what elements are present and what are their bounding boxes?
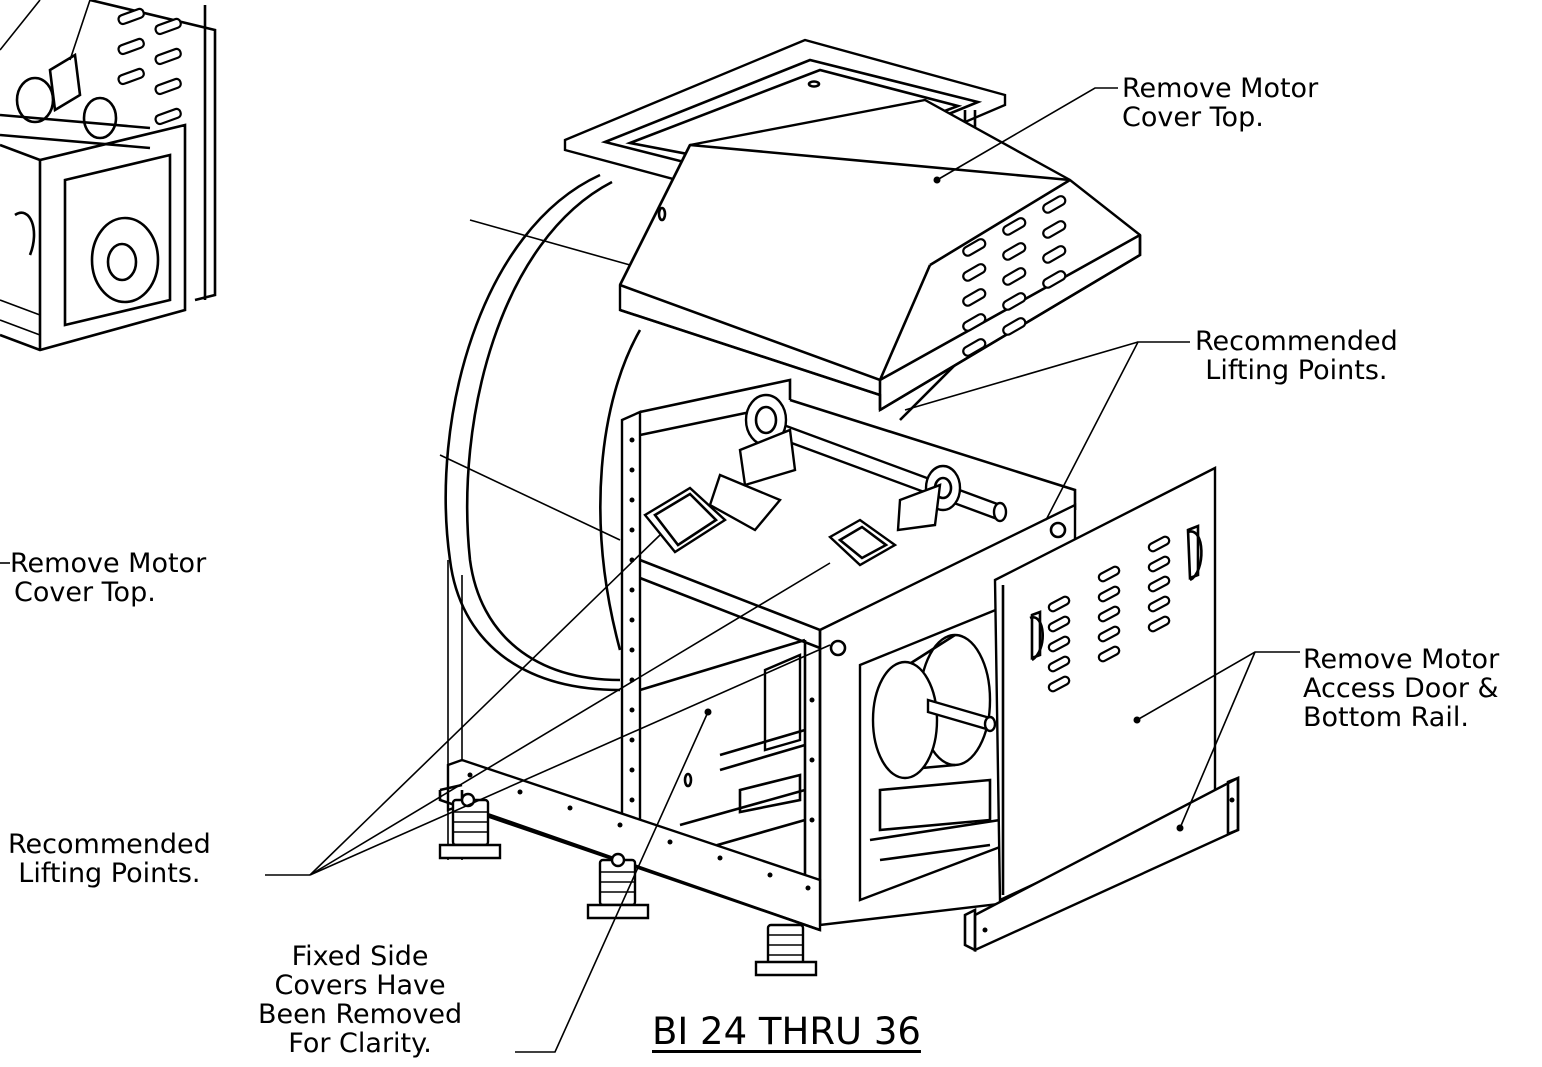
callout-line: Lifting Points.: [1205, 355, 1388, 386]
callout-line: Remove Motor: [1122, 73, 1319, 104]
callout-line: For Clarity.: [288, 1028, 432, 1059]
callout-line: Bottom Rail.: [1303, 702, 1469, 733]
motor-access-door: [963, 466, 1240, 953]
callout-remove-motor-cover-top: Remove Motor Cover Top.: [1122, 74, 1318, 132]
callout-fixed-side-covers: Fixed Side Covers Have Been Removed For …: [258, 942, 462, 1058]
callout-line: Lifting Points.: [18, 858, 201, 889]
callout-line: Cover Top.: [14, 577, 156, 608]
callout-recommended-lifting-points-left: Recommended Lifting Points.: [8, 830, 211, 888]
callout-remove-motor-cover-top-inset: Remove Motor Cover Top.: [0, 549, 206, 607]
base-rail: [438, 758, 822, 932]
callout-remove-motor-access-door: Remove Motor Access Door & Bottom Rail.: [1303, 645, 1499, 732]
callout-recommended-lifting-points-right: Recommended Lifting Points.: [1195, 327, 1398, 385]
callout-line: Recommended: [1195, 326, 1398, 357]
inset-leader-stub: [0, 562, 10, 564]
callout-line: Remove Motor: [1303, 644, 1500, 675]
door-vent-slots: [1047, 535, 1171, 693]
callout-line: Fixed Side: [291, 941, 429, 972]
isolator-feet: [438, 792, 818, 977]
drawing-title: BI 24 THRU 36: [652, 1010, 921, 1053]
leader-lines: [0, 0, 1300, 1053]
callout-line: Been Removed: [258, 999, 463, 1030]
cover-vent-slots: [962, 195, 1067, 357]
isolator-foot-1: [438, 792, 502, 860]
callout-line: Covers Have: [274, 970, 446, 1001]
callout-line: Remove Motor: [10, 548, 207, 579]
motor-cover-top: [618, 80, 1142, 413]
callout-line: Recommended: [8, 829, 211, 860]
isolator-foot-3: [754, 923, 818, 977]
inset-view: [0, 0, 217, 352]
inset-vent-slots: [117, 7, 182, 126]
callout-line: Access Door &: [1303, 673, 1499, 704]
callout-line: Cover Top.: [1122, 102, 1264, 133]
